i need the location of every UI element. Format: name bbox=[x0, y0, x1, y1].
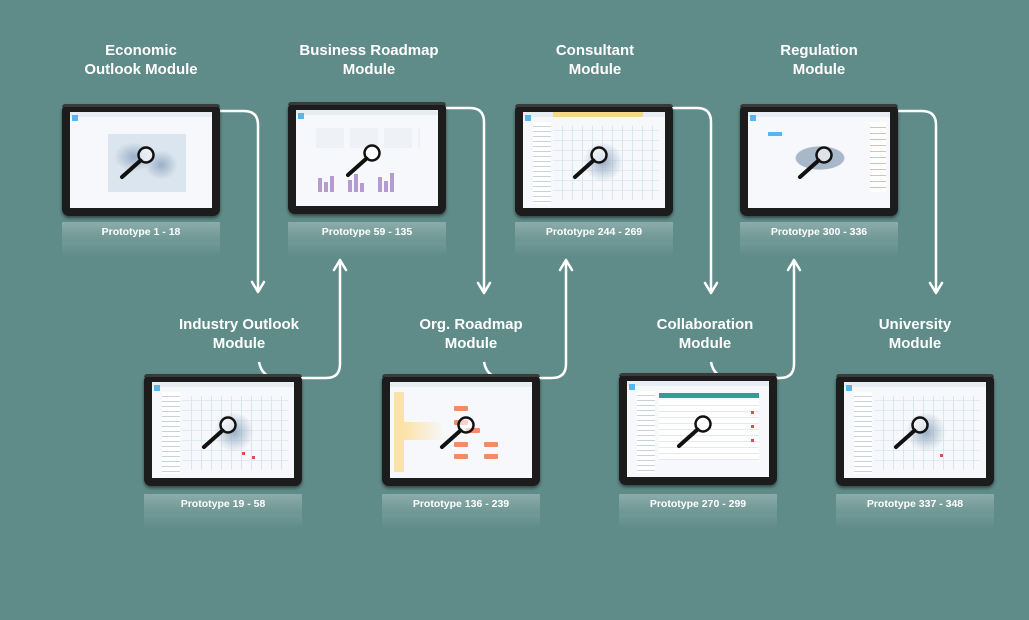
title-line-2: Module bbox=[212, 335, 266, 352]
connector-economic-to-industry bbox=[220, 109, 260, 290]
magnifier-icon[interactable] bbox=[676, 415, 712, 449]
title-line-2: Outlook Module bbox=[84, 61, 198, 78]
prototype-range-label: Prototype 136 - 239 bbox=[382, 494, 540, 514]
arrowhead-down-1 bbox=[250, 280, 266, 294]
prototype-tablet-business-roadmap[interactable] bbox=[288, 102, 446, 214]
prototype-screen bbox=[70, 112, 212, 208]
prototype-tablet-industry-outlook[interactable] bbox=[144, 374, 302, 486]
title-line-1: Org. Roadmap bbox=[419, 316, 523, 333]
tablet-reflection bbox=[619, 514, 777, 528]
title-line-2: Module bbox=[678, 335, 732, 352]
prototype-range-label: Prototype 244 - 269 bbox=[515, 222, 673, 242]
magnifier-icon[interactable] bbox=[797, 146, 833, 180]
prototype-screen bbox=[296, 110, 438, 206]
title-line-1: Regulation bbox=[780, 42, 858, 59]
module-title-org-roadmap: Org. Roadmap Module bbox=[376, 315, 566, 353]
tablet-reflection bbox=[62, 242, 220, 256]
prototype-tablet-regulation[interactable] bbox=[740, 104, 898, 216]
prototype-screen bbox=[748, 112, 890, 208]
prototype-tablet-economic-outlook[interactable] bbox=[62, 104, 220, 216]
magnifier-icon[interactable] bbox=[119, 146, 155, 180]
connector-collab-to-regulation bbox=[709, 262, 796, 380]
magnifier-icon[interactable] bbox=[893, 416, 929, 450]
prototype-screen bbox=[523, 112, 665, 208]
prototype-range-label: Prototype 59 - 135 bbox=[288, 222, 446, 242]
prototype-range-label: Prototype 300 - 336 bbox=[740, 222, 898, 242]
title-line-2: Module bbox=[792, 61, 846, 78]
tablet-reflection bbox=[382, 514, 540, 528]
connector-business-to-org bbox=[446, 106, 486, 292]
arrowhead-down-3 bbox=[703, 281, 719, 295]
prototype-screen bbox=[627, 381, 769, 477]
tablet-reflection bbox=[144, 514, 302, 528]
tablet-reflection bbox=[288, 242, 446, 256]
title-line-1: University bbox=[878, 316, 952, 333]
module-title-business-roadmap: Business Roadmap Module bbox=[274, 41, 464, 79]
prototype-range-label: Prototype 337 - 348 bbox=[836, 494, 994, 514]
prototype-screen bbox=[390, 382, 532, 478]
arrowhead-up-1 bbox=[332, 258, 348, 272]
module-title-regulation: Regulation Module bbox=[724, 41, 914, 79]
title-line-2: Module bbox=[568, 61, 622, 78]
module-title-collaboration: Collaboration Module bbox=[610, 315, 800, 353]
tablet-reflection bbox=[740, 242, 898, 256]
module-title-consultant: Consultant Module bbox=[500, 41, 690, 79]
title-line-2: Module bbox=[342, 61, 396, 78]
prototype-screen bbox=[152, 382, 294, 478]
module-title-university: University Module bbox=[820, 315, 1010, 353]
module-title-economic-outlook: Economic Outlook Module bbox=[46, 41, 236, 79]
prototype-range-label: Prototype 19 - 58 bbox=[144, 494, 302, 514]
title-line-1: Economic bbox=[105, 42, 177, 59]
prototype-tablet-org-roadmap[interactable] bbox=[382, 374, 540, 486]
magnifier-icon[interactable] bbox=[201, 416, 237, 450]
title-line-2: Module bbox=[888, 335, 942, 352]
prototype-tablet-university[interactable] bbox=[836, 374, 994, 486]
title-line-1: Collaboration bbox=[656, 316, 754, 333]
title-line-2: Module bbox=[444, 335, 498, 352]
tablet-reflection bbox=[515, 242, 673, 256]
prototype-tablet-collaboration[interactable] bbox=[619, 373, 777, 485]
tablet-reflection bbox=[836, 514, 994, 528]
arrowhead-down-2 bbox=[476, 281, 492, 295]
prototype-range-label: Prototype 270 - 299 bbox=[619, 494, 777, 514]
module-title-industry-outlook: Industry Outlook Module bbox=[144, 315, 334, 353]
title-line-1: Business Roadmap bbox=[299, 42, 439, 59]
connector-industry-to-business bbox=[257, 262, 342, 380]
arrowhead-down-4 bbox=[928, 281, 944, 295]
prototype-tablet-consultant[interactable] bbox=[515, 104, 673, 216]
prototype-range-label: Prototype 1 - 18 bbox=[62, 222, 220, 242]
prototype-screen bbox=[844, 382, 986, 478]
connector-consultant-to-collab bbox=[672, 106, 713, 292]
magnifier-icon[interactable] bbox=[345, 144, 381, 178]
arrowhead-up-3 bbox=[786, 258, 802, 272]
title-line-1: Consultant bbox=[555, 42, 635, 59]
arrowhead-up-2 bbox=[558, 258, 574, 272]
magnifier-icon[interactable] bbox=[572, 146, 608, 180]
magnifier-icon[interactable] bbox=[439, 416, 475, 450]
connector-org-to-consultant bbox=[482, 262, 568, 380]
title-line-1: Industry Outlook bbox=[179, 316, 299, 333]
connector-regulation-to-university bbox=[898, 109, 938, 292]
